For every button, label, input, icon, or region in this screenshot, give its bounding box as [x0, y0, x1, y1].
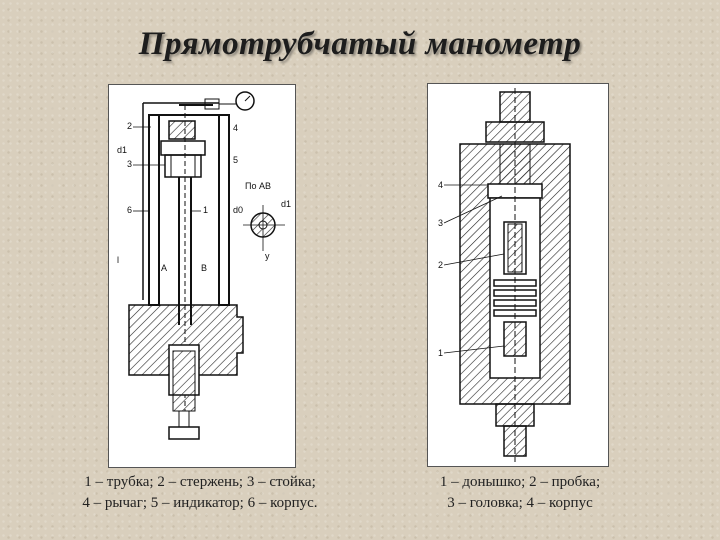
right-label-3: 3	[438, 218, 443, 228]
label-4: 4	[233, 123, 238, 133]
section-letter-a: A	[161, 263, 167, 273]
manometer-drawing-left: 2 3 6 4 5 1 A B d1 l По АВ d0 d1 y	[117, 91, 291, 440]
dim-l: l	[117, 255, 119, 265]
dim-d0: d0	[233, 205, 243, 215]
right-label-4: 4	[438, 180, 443, 190]
caption-right-line1: 1 – донышко; 2 – пробка;	[439, 474, 601, 490]
section-letter-b: B	[201, 263, 207, 273]
caption-left-line2: 4 – рычаг; 5 – индикатор; 6 – корпус.	[82, 495, 318, 511]
dim-d1-right: d1	[281, 199, 291, 209]
caption-left: 1 – трубка; 2 – стержень; 3 – стойка; 4 …	[40, 472, 360, 514]
caption-right-line2: 3 – головка; 4 – корпус	[447, 495, 593, 511]
caption-left-line1: 1 – трубка; 2 – стержень; 3 – стойка;	[84, 474, 316, 490]
label-3: 3	[127, 159, 132, 169]
label-2: 2	[127, 121, 132, 131]
right-label-2: 2	[438, 260, 443, 270]
dim-y: y	[265, 251, 270, 261]
label-5: 5	[233, 155, 238, 165]
manometer-drawing-right: 4 3 2 1	[438, 88, 571, 462]
page-title: Прямотрубчатый манометр	[138, 26, 582, 62]
manometer-diagram-left: 2 3 6 4 5 1 A B d1 l По АВ d0 d1 y	[108, 84, 296, 468]
manometer-diagram-right: 4 3 2 1	[427, 83, 609, 467]
right-label-1: 1	[438, 348, 443, 358]
section-title: По АВ	[245, 181, 271, 191]
caption-right: 1 – донышко; 2 – пробка; 3 – головка; 4 …	[400, 472, 640, 514]
label-1: 1	[203, 205, 208, 215]
dim-d1-left: d1	[117, 145, 127, 155]
label-6: 6	[127, 205, 132, 215]
